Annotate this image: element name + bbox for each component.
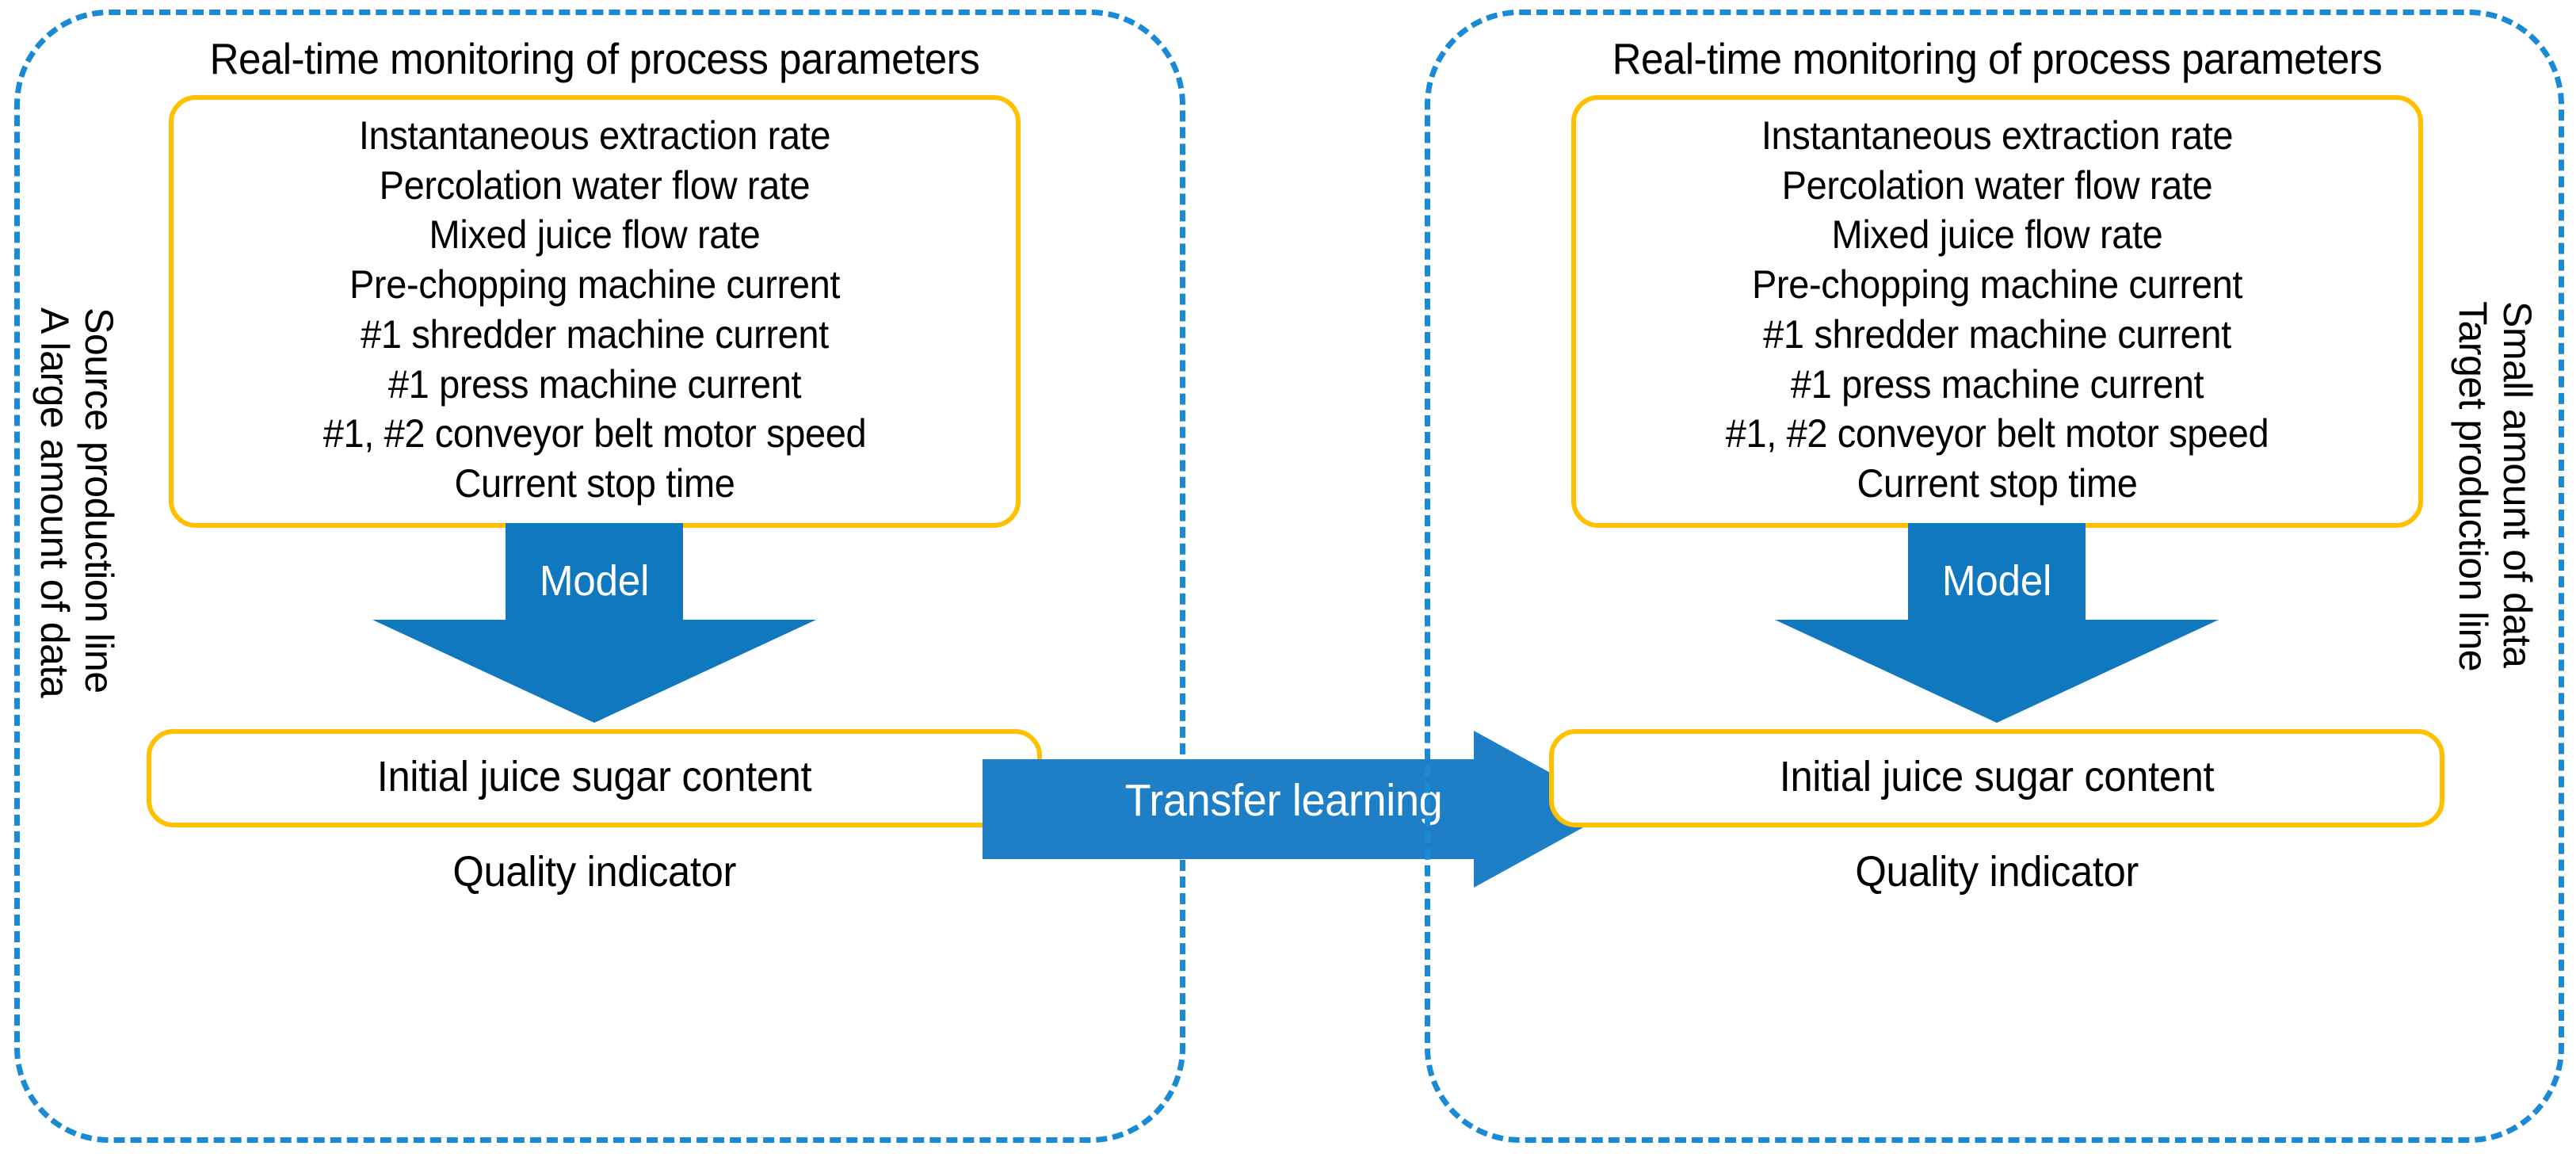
source-panel-content: Real-time monitoring of process paramete… <box>95 36 1093 895</box>
down-arrow-icon <box>372 522 816 723</box>
parameter-item: Percolation water flow rate <box>379 162 810 208</box>
source-production-line-label: Source production line <box>77 307 121 693</box>
source-outcome-text: Initial juice sugar content <box>376 752 812 800</box>
parameter-item: Mixed juice flow rate <box>429 212 760 258</box>
parameter-item: Current stop time <box>1856 461 2138 506</box>
target-production-line-panel <box>1425 10 2564 1143</box>
parameter-item: Pre-chopping machine current <box>349 262 840 307</box>
target-panel-content: Real-time monitoring of process paramete… <box>1490 36 2504 895</box>
source-model-arrow: Model <box>372 522 816 723</box>
source-panel-heading: Real-time monitoring of process paramete… <box>209 34 979 83</box>
target-outcome-text: Initial juice sugar content <box>1779 752 2215 800</box>
target-model-arrow: Model <box>1775 522 2219 723</box>
target-production-line-label: Target production line <box>2451 301 2495 672</box>
target-panel-footer: Quality indicator <box>1855 848 2139 896</box>
parameter-item: #1 shredder machine current <box>1762 311 2231 357</box>
source-process-parameters-box: Instantaneous extraction rate Percolatio… <box>168 94 1021 528</box>
parameter-item: #1 shredder machine current <box>360 311 829 357</box>
parameter-item: Percolation water flow rate <box>1781 162 2212 208</box>
parameter-item: #1, #2 conveyor belt motor speed <box>322 411 866 456</box>
source-data-amount-label: A large amount of data <box>32 307 77 698</box>
parameter-item: #1 press machine current <box>387 361 801 407</box>
target-data-amount-label: Small amount of data <box>2495 301 2540 668</box>
source-panel-footer: Quality indicator <box>452 848 736 896</box>
parameter-item: Pre-chopping machine current <box>1751 262 2242 307</box>
parameter-item: #1 press machine current <box>1790 361 2204 407</box>
target-panel-heading: Real-time monitoring of process paramete… <box>1612 34 2382 83</box>
parameter-item: Instantaneous extraction rate <box>1761 113 2233 158</box>
target-quality-outcome-box: Initial juice sugar content <box>1549 728 2444 828</box>
parameter-item: Mixed juice flow rate <box>1831 212 2162 258</box>
down-arrow-icon <box>1775 522 2219 723</box>
source-quality-outcome-box: Initial juice sugar content <box>147 728 1042 828</box>
target-process-parameters-box: Instantaneous extraction rate Percolatio… <box>1570 94 2423 528</box>
parameter-item: #1, #2 conveyor belt motor speed <box>1725 411 2269 456</box>
right-arrow-icon <box>983 731 1616 888</box>
parameter-item: Instantaneous extraction rate <box>358 113 830 158</box>
parameter-item: Current stop time <box>453 461 735 506</box>
source-production-line-panel <box>14 10 1185 1143</box>
